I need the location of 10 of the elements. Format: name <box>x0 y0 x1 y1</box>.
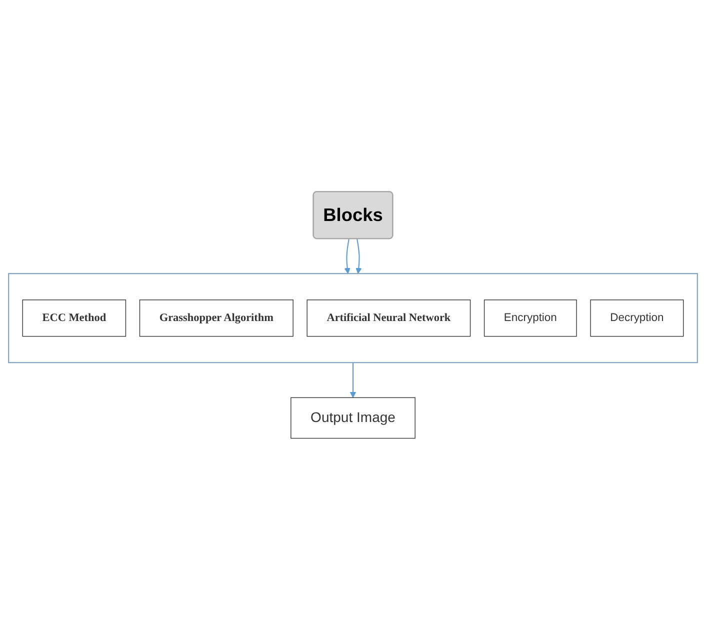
node-box: ECC Method <box>22 300 126 337</box>
node-box: Artificial Neural Network <box>306 300 471 337</box>
arrow <box>344 238 350 274</box>
node-box: Grasshopper Algorithm <box>139 300 294 337</box>
node-box: Output Image <box>290 397 416 439</box>
arrow <box>356 238 362 274</box>
node-box: Encryption <box>484 300 577 337</box>
node-box: Decryption <box>590 300 684 337</box>
cluster <box>8 273 698 364</box>
arrow <box>350 362 356 398</box>
